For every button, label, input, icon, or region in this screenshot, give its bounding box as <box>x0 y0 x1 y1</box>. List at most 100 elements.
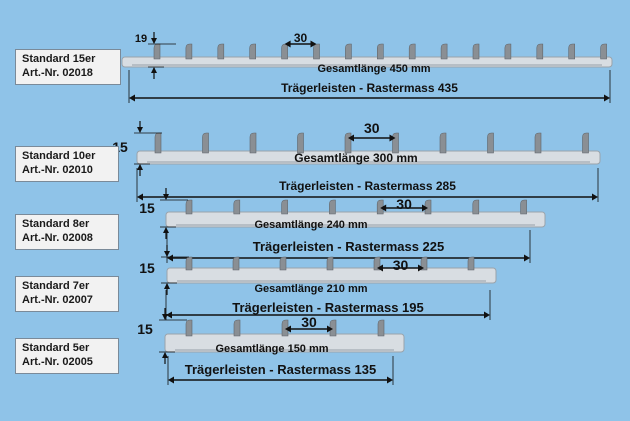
height-label: 15 <box>137 321 153 337</box>
raster-label: Trägerleisten - Rastermass 435 <box>281 81 458 95</box>
total-length-label: Gesamtlänge 210 mm <box>254 283 367 295</box>
pitch-arrow <box>348 134 396 142</box>
height-arrow-top-head <box>163 194 169 200</box>
hook <box>249 43 256 60</box>
height-arrows <box>137 121 143 176</box>
hook <box>326 256 334 271</box>
hook <box>233 199 241 215</box>
height-arrows <box>164 245 170 295</box>
product-label-15er: Standard 15er Art.-Nr. 02018 <box>15 49 121 85</box>
hook-body <box>233 319 241 337</box>
hook <box>202 132 209 154</box>
hook-body <box>504 43 512 60</box>
raster-arrow <box>167 254 530 262</box>
product-name: Standard 7er <box>22 280 90 292</box>
hook-body <box>472 43 480 60</box>
height-arrow-bottom-head <box>151 67 157 73</box>
hook-body <box>185 256 193 271</box>
total-length-label: Gesamtlänge 300 mm <box>294 151 417 165</box>
product-name: Standard 8er <box>22 218 90 230</box>
hook <box>232 256 240 271</box>
arrow-head-left <box>285 325 291 333</box>
hook <box>185 43 193 60</box>
hook-body <box>420 256 428 271</box>
hook-body <box>467 256 475 271</box>
hook <box>440 43 448 60</box>
pitch-arrow <box>284 40 317 48</box>
hook <box>377 43 384 60</box>
hook <box>281 43 288 60</box>
arrow-head-right <box>592 193 598 201</box>
hook-body <box>281 43 288 60</box>
hook-body <box>439 132 447 154</box>
rail-shadow <box>132 64 602 66</box>
arrow-head-left <box>129 94 135 102</box>
pitch-label: 30 <box>294 31 308 45</box>
hook-body <box>344 132 352 154</box>
hook-body <box>408 43 416 60</box>
arrow-head-left <box>166 311 172 319</box>
hook-body <box>329 319 337 337</box>
arrow-head-left <box>284 40 291 48</box>
hook <box>373 256 381 271</box>
raster-arrow <box>166 311 490 319</box>
hook <box>249 132 257 154</box>
height-arrows <box>162 308 168 364</box>
hook <box>344 132 352 154</box>
arrow-head-right <box>418 264 424 272</box>
hook-body <box>217 43 225 60</box>
pitch-label: 30 <box>364 120 380 136</box>
hook <box>568 43 575 60</box>
arrow-head-right <box>389 134 396 142</box>
arrow-head-left <box>137 193 143 201</box>
rail-shadow <box>175 349 394 351</box>
raster-label: Trägerleisten - Rastermass 195 <box>232 300 424 315</box>
height-arrow-top-head <box>162 314 168 320</box>
product-article: Art.-Nr. 02018 <box>22 66 93 79</box>
height-arrow-top-head <box>151 38 157 44</box>
arrow-head-right <box>524 254 530 262</box>
height-label: 15 <box>139 260 155 276</box>
hook-body <box>202 132 209 154</box>
product-label-10er: Standard 10er Art.-Nr. 02010 <box>15 146 119 182</box>
hook <box>329 319 337 337</box>
hook <box>520 199 527 215</box>
hook <box>472 43 480 60</box>
hook-body <box>534 132 542 154</box>
hook-body <box>487 132 494 154</box>
height-arrow-top-head <box>164 251 170 257</box>
hook-body <box>281 199 288 215</box>
pitch-label: 30 <box>393 257 409 273</box>
arrow-head-right <box>422 204 428 212</box>
hook-body <box>185 43 193 60</box>
hook <box>582 132 589 154</box>
rail-body <box>165 211 546 228</box>
hook <box>536 43 544 60</box>
arrow-head-left <box>380 204 387 212</box>
hook-body <box>376 199 384 215</box>
hook-body <box>297 132 304 154</box>
hook-body <box>582 132 589 154</box>
height-arrows <box>163 188 169 239</box>
height-label: 19 <box>135 33 147 45</box>
hook <box>377 319 385 337</box>
hook <box>313 43 320 60</box>
total-length-label: Gesamtlänge 240 mm <box>254 219 367 231</box>
hook <box>217 43 225 60</box>
height-arrow-bottom-head <box>164 283 170 289</box>
pitch-label: 30 <box>396 196 412 212</box>
hook <box>281 319 289 337</box>
raster-label: Trägerleisten - Rastermass 135 <box>185 362 377 377</box>
hook-body <box>392 132 399 154</box>
hook-body <box>232 256 240 271</box>
product-article: Art.-Nr. 02007 <box>22 293 93 306</box>
hook-body <box>185 319 193 337</box>
pitch-label: 30 <box>301 314 317 330</box>
hook <box>487 132 494 154</box>
hook <box>345 43 352 60</box>
arrow-head-right <box>327 325 333 333</box>
hook-body <box>233 199 241 215</box>
